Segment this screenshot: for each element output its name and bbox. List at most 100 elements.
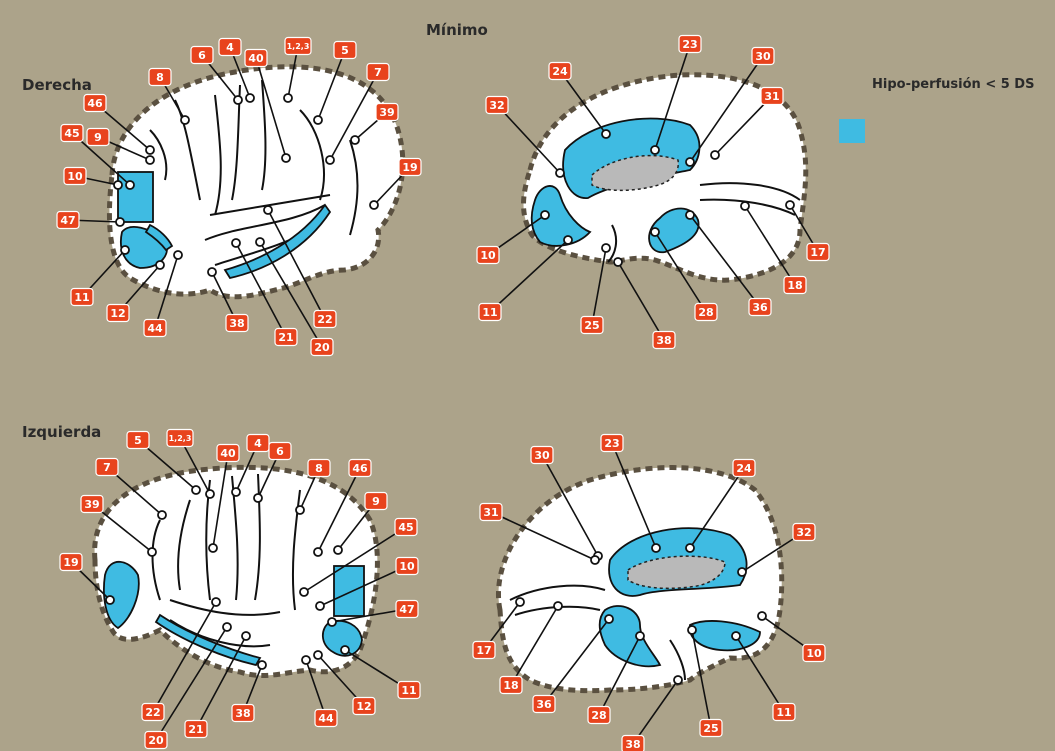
area-tag-10: 10 <box>64 168 86 185</box>
leader-line <box>490 240 568 312</box>
area-marker <box>121 246 129 254</box>
svg-text:5: 5 <box>134 434 142 447</box>
area-tag-28: 28 <box>695 304 717 321</box>
svg-text:12: 12 <box>356 700 371 713</box>
area-marker <box>302 656 310 664</box>
area-tag-11: 11 <box>479 304 501 321</box>
area-tag-18: 18 <box>500 677 522 694</box>
right-lateral-view <box>109 67 402 297</box>
area-marker <box>148 548 156 556</box>
area-tag-45: 45 <box>61 125 83 142</box>
svg-text:32: 32 <box>796 526 811 539</box>
area-tag-40: 40 <box>217 445 239 462</box>
area-marker <box>686 158 694 166</box>
area-marker <box>126 181 134 189</box>
svg-text:17: 17 <box>476 644 491 657</box>
svg-text:40: 40 <box>248 52 264 65</box>
area-tag-22: 22 <box>314 311 336 328</box>
svg-text:10: 10 <box>480 249 496 262</box>
area-tag-23: 23 <box>601 435 623 452</box>
area-marker <box>602 244 610 252</box>
area-tag-8: 8 <box>149 69 171 86</box>
area-tag-28: 28 <box>588 707 610 724</box>
svg-text:44: 44 <box>318 712 334 725</box>
area-marker <box>264 206 272 214</box>
svg-text:25: 25 <box>703 722 718 735</box>
area-tag-20: 20 <box>145 732 167 749</box>
svg-text:23: 23 <box>682 38 697 51</box>
svg-text:1,2,3: 1,2,3 <box>287 42 310 51</box>
leader-line <box>618 262 664 340</box>
area-tag-46: 46 <box>349 460 371 477</box>
area-tag-32: 32 <box>793 524 815 541</box>
svg-text:17: 17 <box>810 246 825 259</box>
area-tag-25: 25 <box>700 720 722 737</box>
svg-text:11: 11 <box>776 706 791 719</box>
area-marker <box>688 626 696 634</box>
svg-text:39: 39 <box>84 498 99 511</box>
area-tag-44: 44 <box>144 320 166 337</box>
area-tag-30: 30 <box>752 48 774 65</box>
svg-text:21: 21 <box>278 331 293 344</box>
area-marker <box>686 544 694 552</box>
area-tag-19: 19 <box>399 159 421 176</box>
area-tag-11: 11 <box>773 704 795 721</box>
area-tag-36: 36 <box>749 299 771 316</box>
area-marker <box>234 96 242 104</box>
svg-text:5: 5 <box>341 44 349 57</box>
svg-text:36: 36 <box>752 301 768 314</box>
svg-text:38: 38 <box>625 738 640 751</box>
area-tag-10: 10 <box>396 558 418 575</box>
area-tag-6: 6 <box>191 47 213 64</box>
area-marker <box>351 136 359 144</box>
svg-text:25: 25 <box>584 319 599 332</box>
svg-text:10: 10 <box>67 170 83 183</box>
area-tag-12: 12 <box>353 698 375 715</box>
area-tag-12: 12 <box>107 305 129 322</box>
area-marker <box>732 632 740 640</box>
svg-text:11: 11 <box>74 291 89 304</box>
svg-text:44: 44 <box>147 322 163 335</box>
area-tag-20: 20 <box>311 339 333 356</box>
area-tag-38: 38 <box>622 736 644 751</box>
area-marker <box>652 544 660 552</box>
svg-text:23: 23 <box>604 437 619 450</box>
area-marker <box>326 156 334 164</box>
area-tag-44: 44 <box>315 710 337 727</box>
svg-text:31: 31 <box>764 90 779 103</box>
area-marker <box>242 632 250 640</box>
svg-text:22: 22 <box>317 313 332 326</box>
svg-text:7: 7 <box>103 461 111 474</box>
svg-text:12: 12 <box>110 307 125 320</box>
area-marker <box>156 261 164 269</box>
area-marker <box>686 211 694 219</box>
area-tag-23: 23 <box>679 36 701 53</box>
area-marker <box>174 251 182 259</box>
svg-text:39: 39 <box>379 106 394 119</box>
area-tag-1-2-3: 1,2,3 <box>285 38 311 55</box>
area-marker <box>334 546 342 554</box>
svg-text:11: 11 <box>401 684 416 697</box>
svg-text:8: 8 <box>315 462 323 475</box>
svg-text:24: 24 <box>552 65 568 78</box>
area-tag-47: 47 <box>396 601 418 618</box>
area-marker <box>296 506 304 514</box>
area-marker <box>208 268 216 276</box>
area-tag-47: 47 <box>57 212 79 229</box>
svg-text:7: 7 <box>374 66 382 79</box>
area-marker <box>158 511 166 519</box>
area-marker <box>651 146 659 154</box>
svg-text:6: 6 <box>198 49 206 62</box>
area-marker <box>556 169 564 177</box>
area-tag-7: 7 <box>367 64 389 81</box>
svg-text:6: 6 <box>276 445 284 458</box>
area-tag-39: 39 <box>376 104 398 121</box>
area-marker <box>258 661 266 669</box>
svg-text:9: 9 <box>372 495 380 508</box>
area-tag-31: 31 <box>480 504 502 521</box>
area-marker <box>636 632 644 640</box>
area-marker <box>192 486 200 494</box>
svg-text:38: 38 <box>235 707 250 720</box>
svg-text:20: 20 <box>148 734 164 747</box>
